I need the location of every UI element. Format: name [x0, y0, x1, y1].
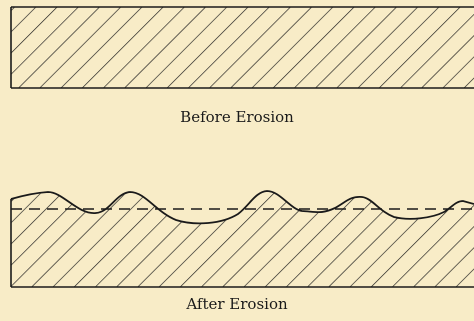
after-erosion-caption: After Erosion	[186, 295, 288, 313]
before-erosion-caption: Before Erosion	[180, 108, 294, 126]
eroded-surface-line	[10, 190, 474, 225]
after-erosion-block	[10, 190, 474, 288]
before-erosion-block	[10, 6, 474, 89]
